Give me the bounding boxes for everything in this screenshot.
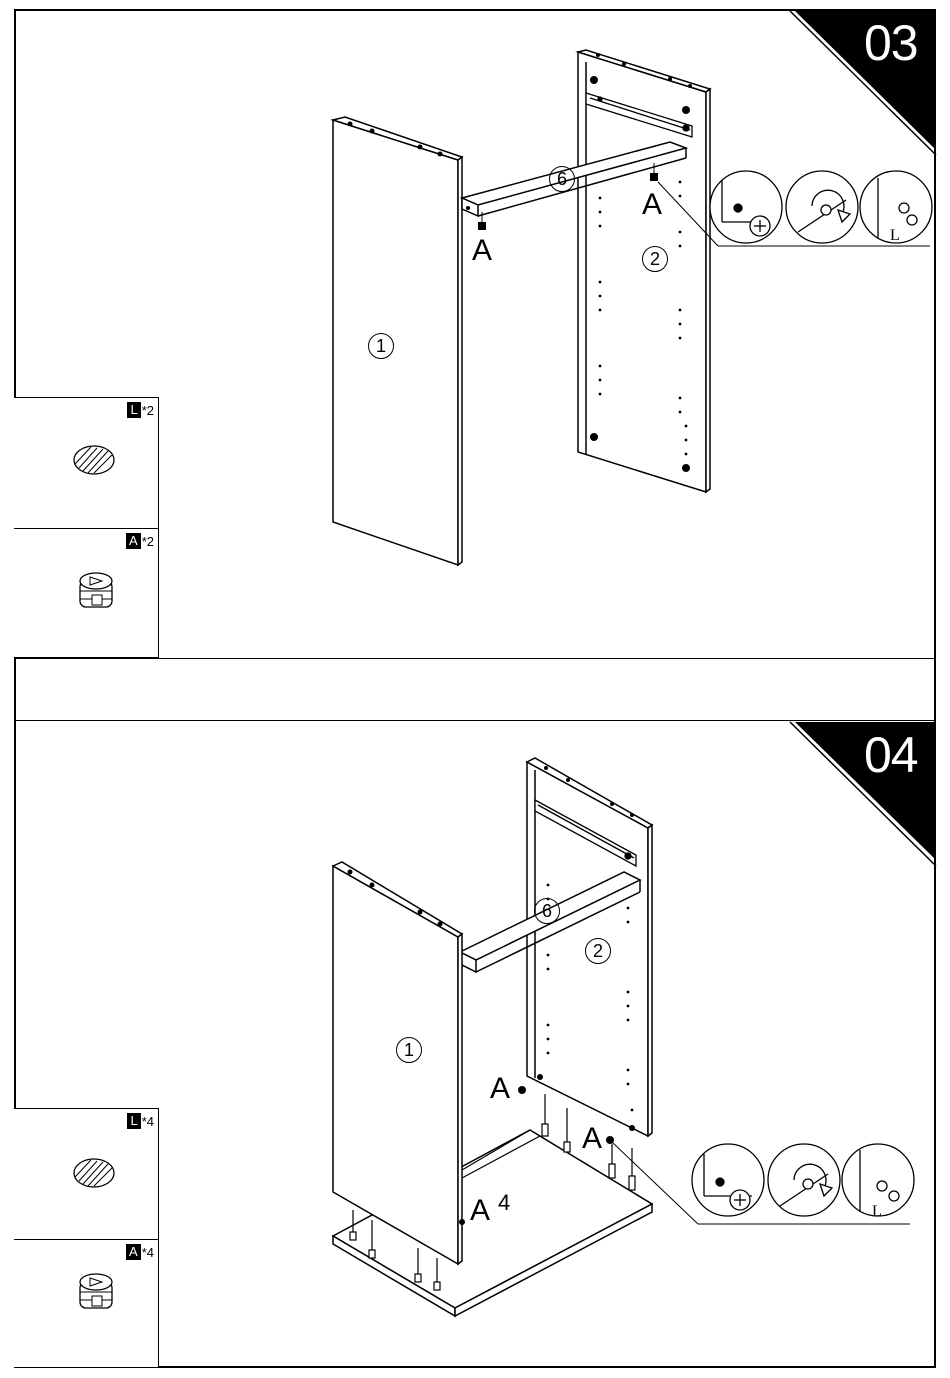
parts-legend-cam-bolt: L *4: [14, 1108, 159, 1240]
svg-text:L: L: [872, 1203, 882, 1220]
fitting-label-a: A: [582, 1124, 602, 1154]
part-label-panel-1: 1: [396, 1037, 422, 1063]
part-label-rail-6: 6: [534, 898, 560, 924]
part-code: L: [127, 1113, 140, 1129]
parts-legend-cam-lock: A *4: [14, 1239, 159, 1368]
part-label-bottom-4: 4: [498, 1188, 510, 1218]
cam-bolt-icon: [64, 1153, 124, 1193]
part-quantity: *4: [142, 1114, 154, 1129]
fitting-label-a: A: [470, 1196, 490, 1226]
part-quantity: *4: [142, 1245, 154, 1260]
detail-rotate-cam-icon: [768, 1144, 840, 1216]
detail-locked-cam-icon: L: [842, 1144, 914, 1220]
part-tag: A *4: [126, 1244, 154, 1260]
detail-insert-cam-icon: [692, 1144, 764, 1216]
part-label-panel-2: 2: [585, 938, 611, 964]
part-code: A: [126, 1244, 141, 1260]
part-tag: L *4: [127, 1113, 154, 1129]
step-number: 04: [864, 730, 918, 780]
panel-1: [333, 862, 462, 1264]
cam-lock-icon: [72, 1268, 122, 1318]
fitting-label-a: A: [490, 1074, 510, 1104]
